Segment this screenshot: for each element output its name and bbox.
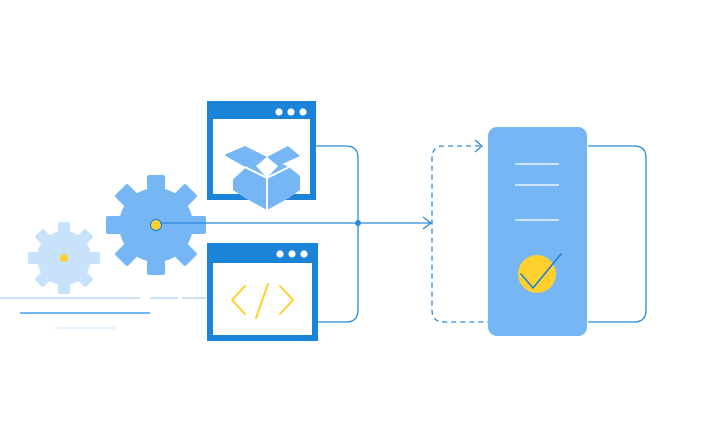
motion-lines [0,297,206,329]
feedback-loop-dashed [431,145,488,323]
window-dot [288,250,296,258]
code-brackets-icon [231,283,294,319]
window-dot [287,108,295,116]
small-gear-icon [28,222,100,294]
feedback-arrowhead [474,139,483,153]
window-dot [276,250,284,258]
checkmark-icon [518,253,562,293]
window-dot [299,108,307,116]
window-dot [275,108,283,116]
large-gear-icon [106,175,206,275]
package-box-icon [223,146,300,210]
pipeline-connectors [160,139,647,323]
output-bracket [588,145,647,323]
merge-node [355,220,361,226]
flow-arrowhead [422,216,433,230]
window-dot [300,250,308,258]
checklist-document-icon [488,127,587,336]
package-window [207,101,316,210]
build-merge-bracket [316,145,359,323]
code-window [207,243,318,341]
